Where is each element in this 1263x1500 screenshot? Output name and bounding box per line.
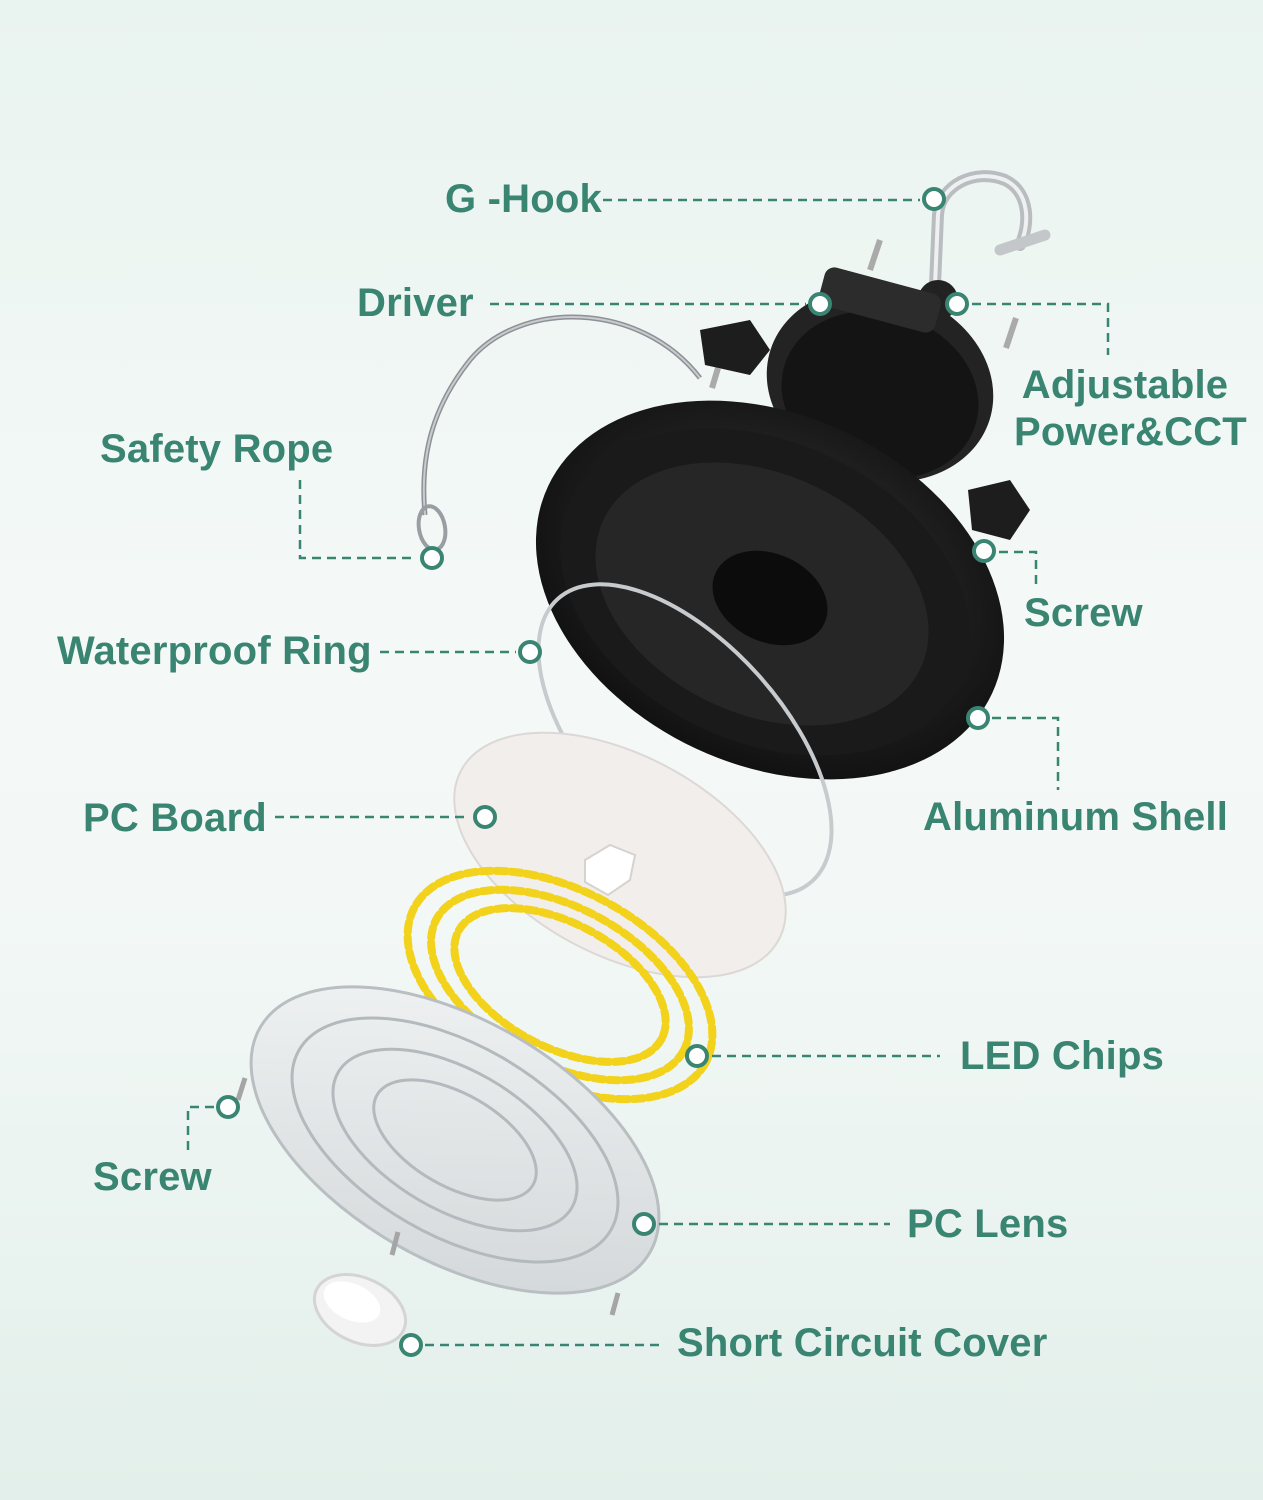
- label-adjustable-power-cct: Adjustable Power&CCT: [1014, 362, 1247, 456]
- label-safety-rope: Safety Rope: [100, 427, 334, 471]
- callout-dots: [216, 187, 996, 1357]
- pc-lens: [249, 985, 661, 1295]
- connector-right: [968, 480, 1030, 540]
- aluminum-shell: [535, 400, 1005, 780]
- top-screws: [709, 239, 1019, 389]
- callout-lines: [186, 198, 1110, 1347]
- dot-g-hook: [922, 187, 946, 211]
- label-screw-right: Screw: [1024, 591, 1143, 635]
- label-adjustable-line1: Adjustable: [1021, 363, 1229, 407]
- label-led-chips: LED Chips: [960, 1034, 1165, 1078]
- label-short-circuit-cover: Short Circuit Cover: [677, 1321, 1048, 1365]
- lens-screws: [235, 1077, 621, 1316]
- dot-led-chips: [685, 1044, 709, 1068]
- label-pc-lens: PC Lens: [907, 1202, 1069, 1246]
- short-circuit-cover: [312, 1273, 408, 1347]
- pc-board: [453, 731, 787, 979]
- dot-driver: [808, 292, 832, 316]
- dot-aluminum-shell: [966, 706, 990, 730]
- label-pc-board: PC Board: [83, 796, 267, 840]
- dot-safety-rope: [420, 546, 444, 570]
- dot-waterproof-ring: [518, 640, 542, 664]
- connector-left: [700, 320, 770, 375]
- label-g-hook: G -Hook: [445, 177, 602, 221]
- dot-screw-right: [972, 539, 996, 563]
- dot-pc-board: [473, 805, 497, 829]
- dot-screw-left: [216, 1095, 240, 1119]
- dot-adjustable: [945, 292, 969, 316]
- label-screw-left: Screw: [93, 1155, 212, 1199]
- label-waterproof-ring: Waterproof Ring: [57, 629, 372, 673]
- dot-short-circuit-cover: [399, 1333, 423, 1357]
- label-driver: Driver: [357, 281, 474, 325]
- label-adjustable-line2: Power&CCT: [1014, 410, 1247, 454]
- dot-pc-lens: [632, 1212, 656, 1236]
- label-aluminum-shell: Aluminum Shell: [923, 795, 1229, 839]
